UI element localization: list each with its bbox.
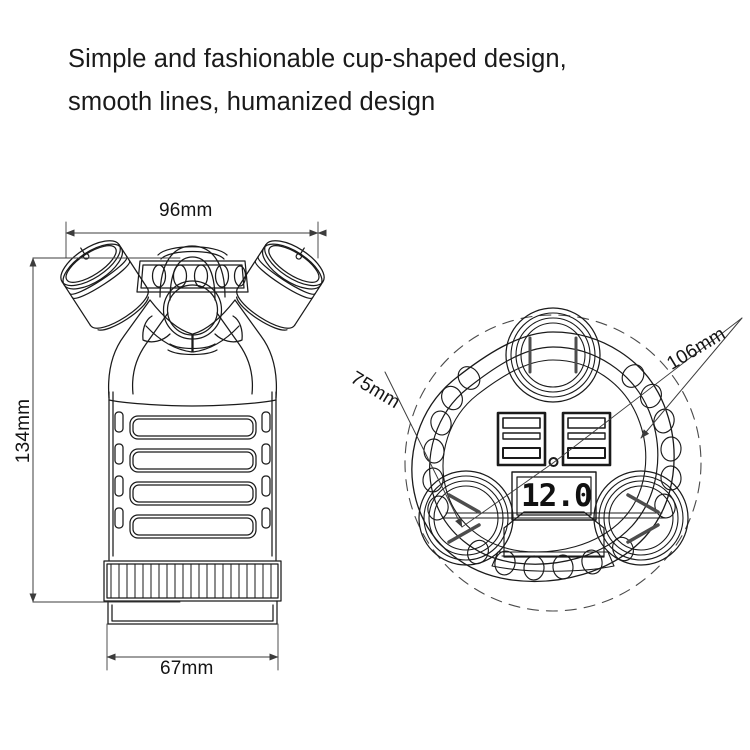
rim-scallops (422, 364, 682, 581)
knurled-ring (103, 560, 282, 602)
dimension-label-height: 134mm (13, 398, 34, 464)
side-grip-notches (114, 411, 271, 529)
usb-port-left (496, 411, 547, 467)
page-title: Simple and fashionable cup-shaped design… (68, 45, 567, 116)
socket-bottom-right (593, 470, 689, 566)
voltmeter-reading: 12.0 (521, 478, 593, 514)
voltmeter-display (503, 471, 605, 558)
dimension-label-width-top: 96mm (159, 200, 213, 221)
body-vent-slots (129, 415, 257, 539)
usb-port-right (561, 411, 612, 467)
power-led-icon (548, 457, 559, 467)
front-view-drawing (60, 240, 325, 625)
socket-top (505, 307, 601, 403)
construction-circle (404, 314, 702, 612)
dimension-lines (29, 221, 743, 671)
socket-bottom-left (418, 470, 514, 566)
dimension-label-width-bottom: 67mm (160, 658, 214, 679)
top-view-drawing (404, 307, 702, 612)
